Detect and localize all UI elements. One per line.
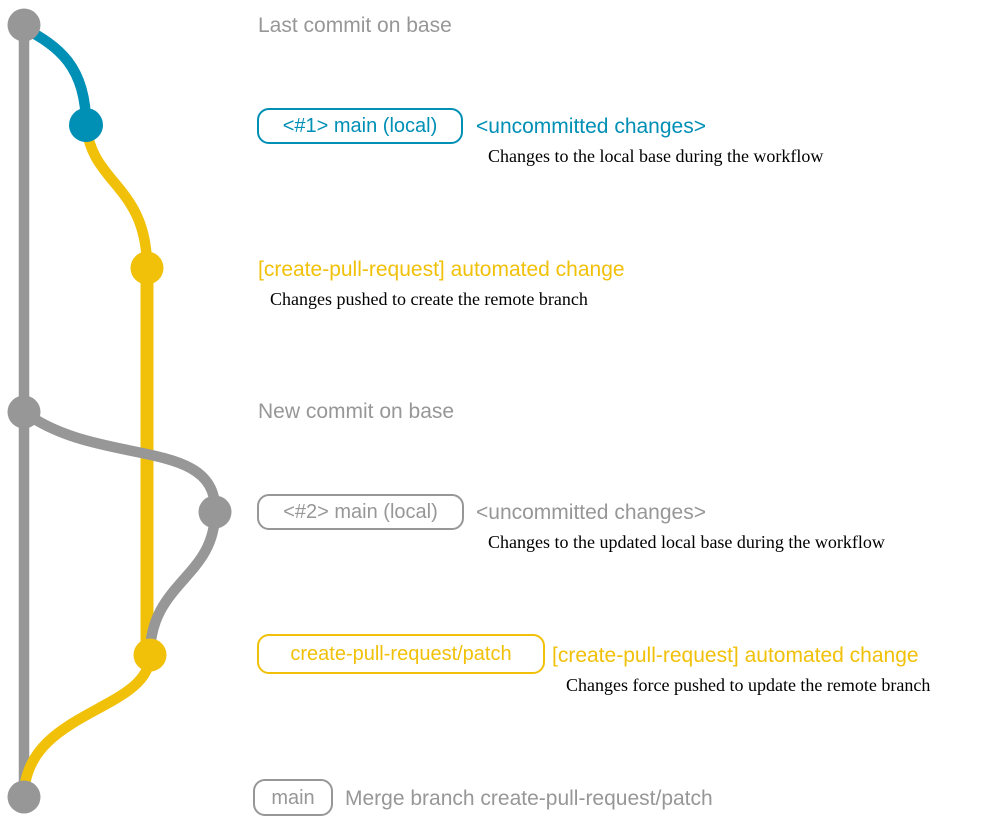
commit-dot-patch-2 (133, 638, 167, 672)
commit-dot-patch-1 (130, 251, 164, 285)
branch-label-patch: create-pull-request/patch (257, 634, 545, 674)
new-commit-title: New commit on base (258, 400, 455, 423)
uncommitted-changes-caption-1: Changes to the local base during the wor… (488, 146, 824, 166)
patch-merge-line (18, 649, 156, 803)
branch-label-main-local-1: <#1> main (local) (257, 108, 463, 144)
commit-graph (7, 8, 232, 814)
branch-label-patch-text: create-pull-request/patch (290, 643, 512, 665)
uncommitted-changes-annotation-2: <uncommitted changes> (476, 501, 706, 524)
automated-change-caption-2: Changes force pushed to update the remot… (566, 675, 931, 695)
branch-label-main: main (253, 779, 333, 816)
automated-change-annotation-1: [create-pull-request] automated change (258, 258, 625, 281)
commit-dot-local-1 (69, 108, 103, 142)
merge-commit-message: Merge branch create-pull-request/patch (345, 787, 713, 810)
local-branch-line-2 (18, 406, 221, 518)
commit-dot-local-2 (198, 495, 232, 529)
local-2-merge-line (144, 506, 221, 661)
commit-dot-last-base (7, 8, 41, 42)
commit-dot-merge (7, 780, 41, 814)
uncommitted-changes-annotation-1: <uncommitted changes> (476, 115, 706, 138)
branch-label-main-text: main (271, 786, 315, 809)
automated-change-annotation-2: [create-pull-request] automated change (552, 644, 919, 667)
commit-dot-new-base (7, 395, 41, 429)
uncommitted-changes-caption-2: Changes to the updated local base during… (488, 532, 885, 552)
last-commit-title: Last commit on base (258, 14, 452, 37)
branch-label-main-local-2-text: <#2> main (local) (283, 501, 438, 523)
automated-change-caption-1: Changes pushed to create the remote bran… (270, 289, 588, 309)
branch-label-main-local-2: <#2> main (local) (257, 494, 464, 530)
local-branch-line-1 (18, 22, 92, 131)
branch-label-main-local-1-text: <#1> main (local) (282, 115, 438, 137)
patch-branch-line-top (80, 119, 153, 274)
